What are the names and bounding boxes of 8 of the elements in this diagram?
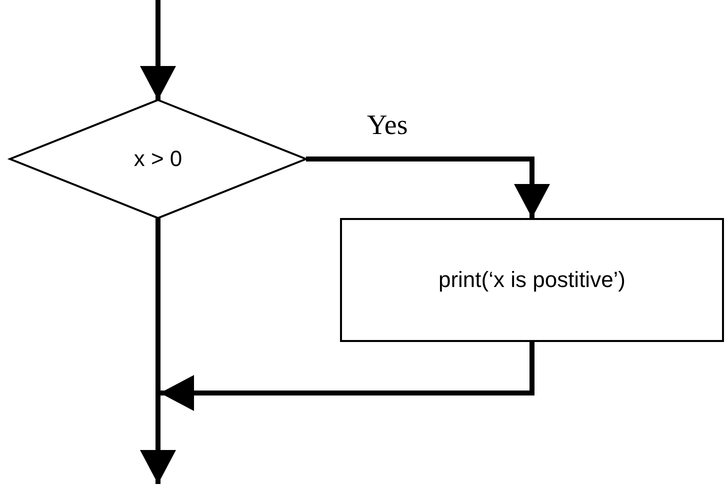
statement-text: print(‘x is postitive’) <box>438 267 626 293</box>
arrow <box>160 342 534 411</box>
arrow <box>140 0 176 100</box>
process-box <box>340 218 724 342</box>
condition-text: x > 0 <box>134 146 182 172</box>
arrow <box>140 218 176 484</box>
decision-diamond <box>7 98 309 220</box>
arrow <box>306 156 550 218</box>
